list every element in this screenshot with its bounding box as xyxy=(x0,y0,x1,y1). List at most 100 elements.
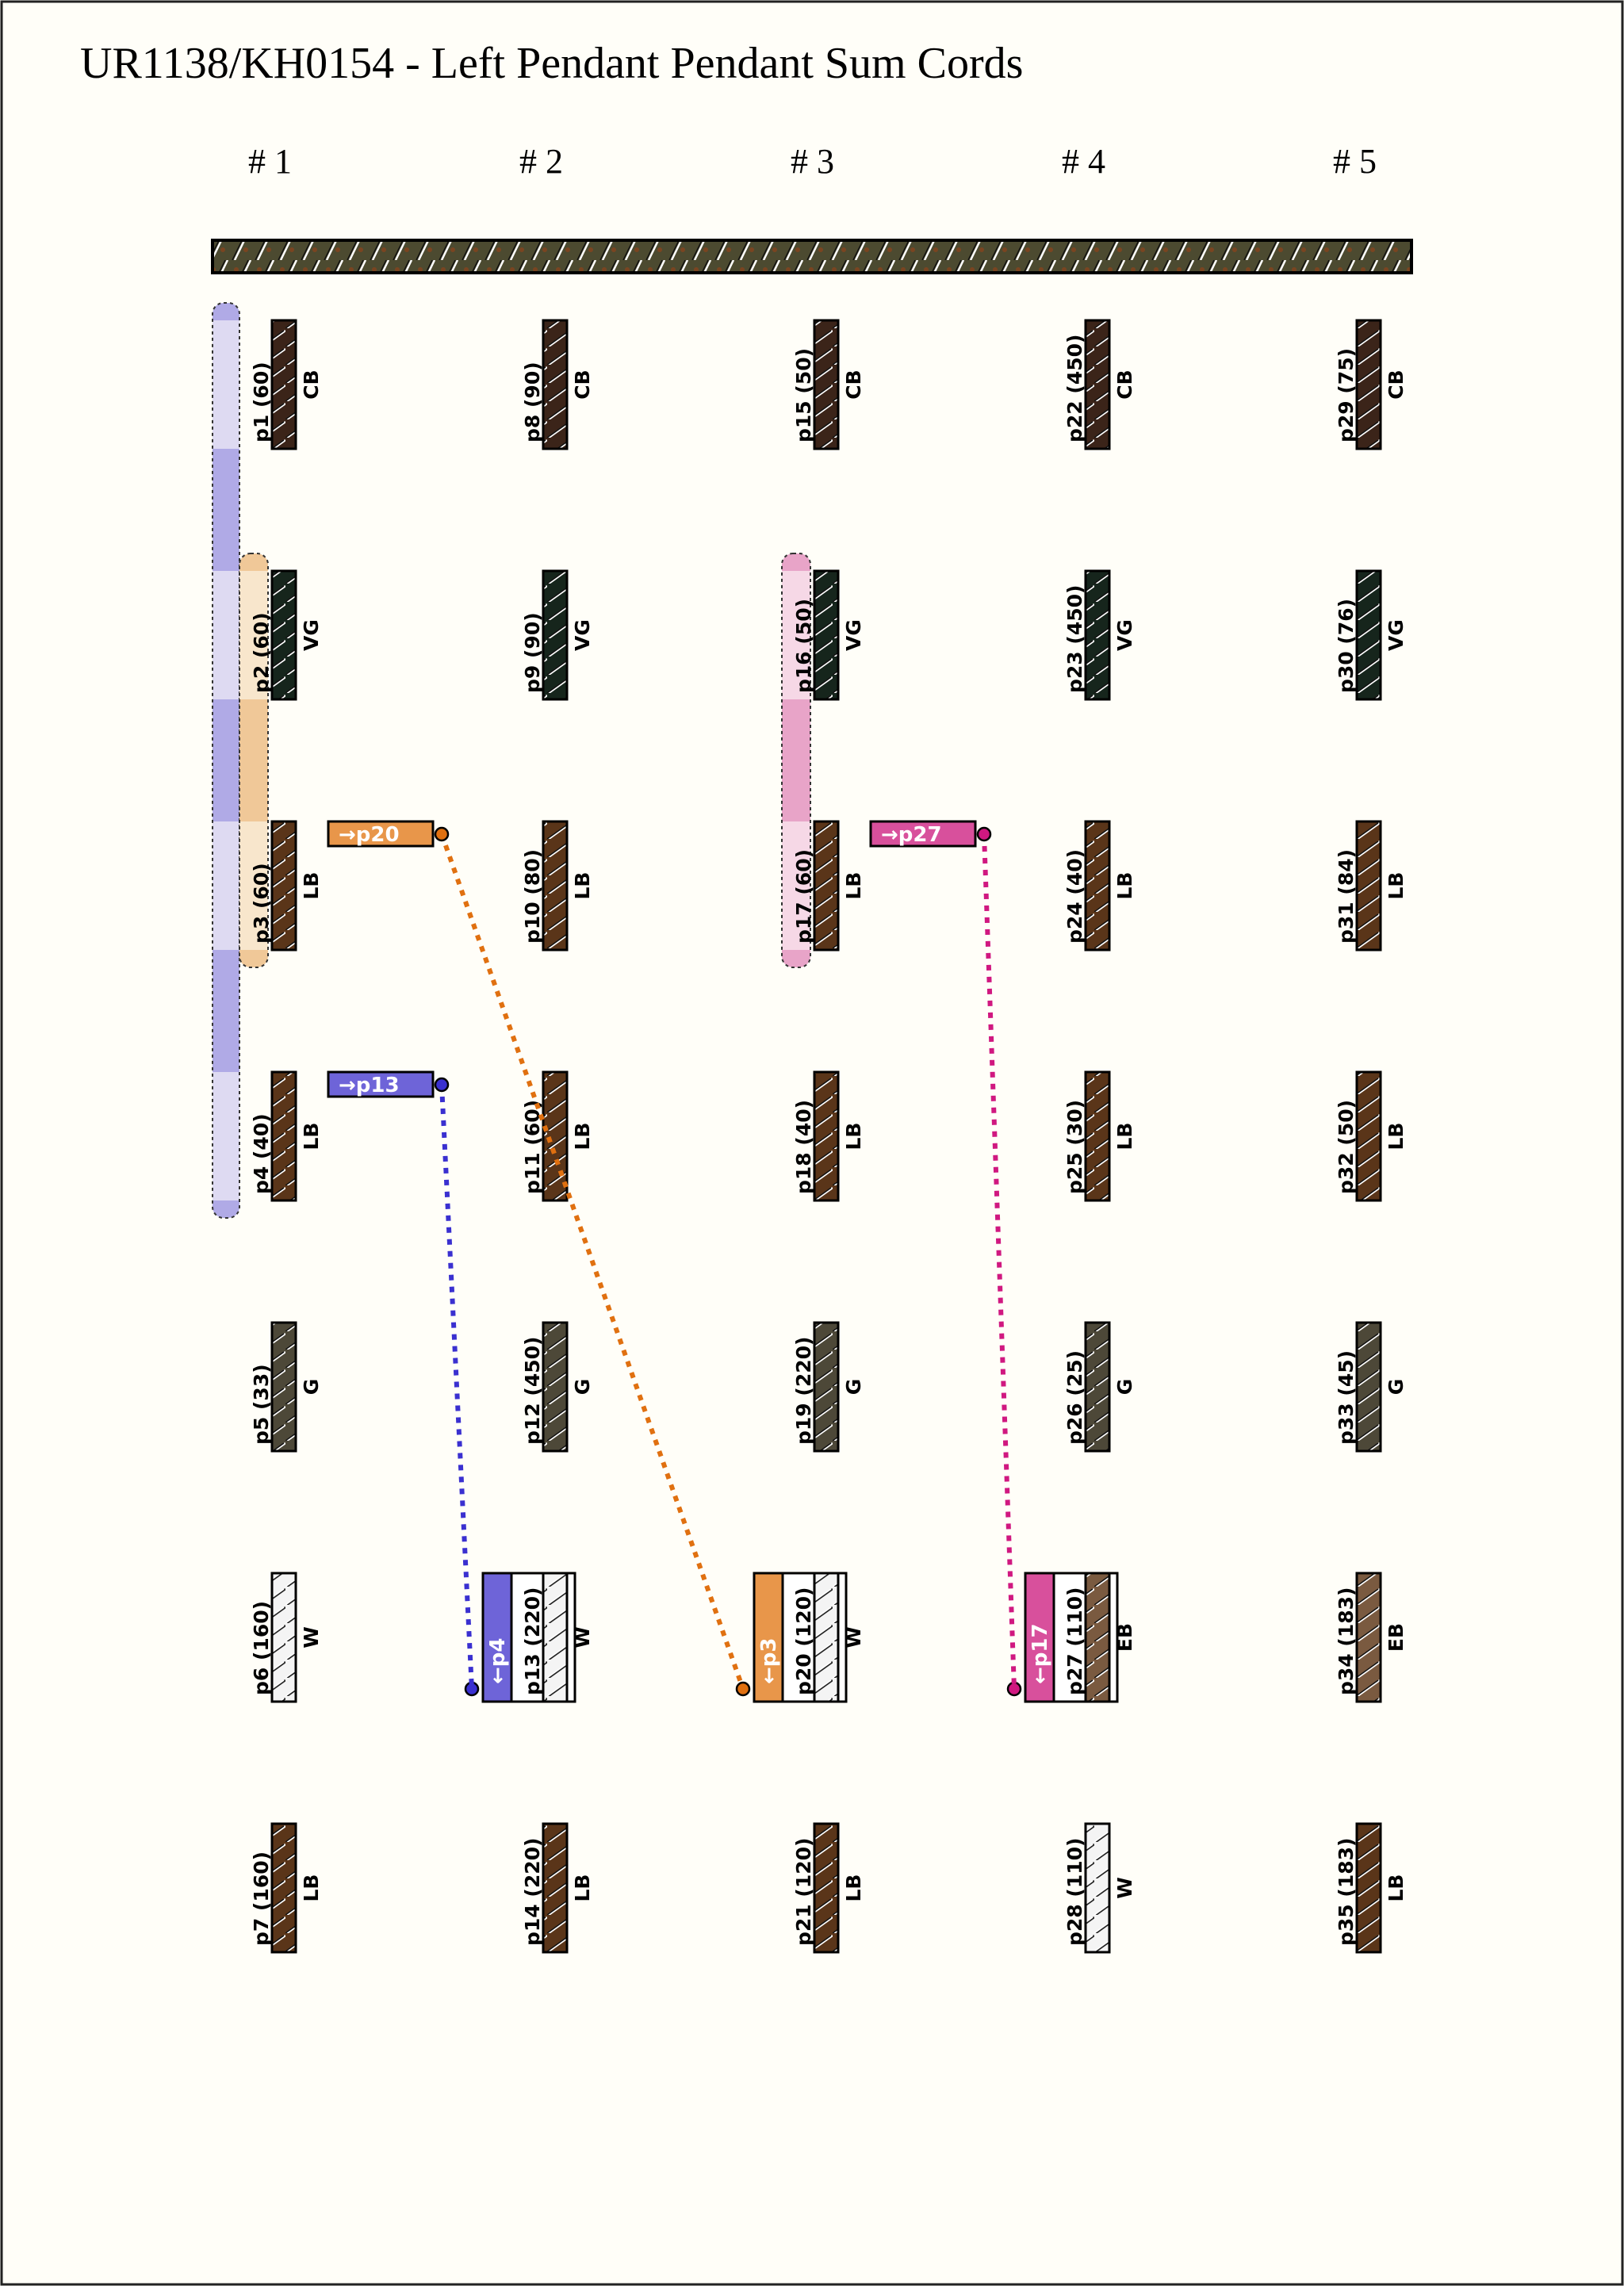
pendant-label: p35 (183) xyxy=(1335,1838,1358,1946)
sum-source-tag: ←p4 xyxy=(486,1638,510,1685)
color-code-label: EB xyxy=(1385,1623,1408,1652)
cord-swatch xyxy=(1084,1572,1111,1703)
pendant-label: p24 (40) xyxy=(1063,849,1086,944)
pendant-cord[interactable]: p16 (50)VG xyxy=(792,569,865,701)
pendant-label: p1 (60) xyxy=(250,362,273,442)
sum-target-tag-box xyxy=(327,820,435,848)
color-code-label: VG xyxy=(842,619,865,651)
color-code-label: VG xyxy=(300,619,323,651)
cord-swatch xyxy=(813,569,840,701)
color-code-label: G xyxy=(1385,1379,1408,1396)
pendant-label: p17 (60) xyxy=(792,849,815,944)
pendant-cord[interactable]: p21 (120) LB xyxy=(792,1822,865,1954)
cord-swatch xyxy=(1355,1572,1382,1703)
pendant-cord[interactable]: p15 (50)CB xyxy=(792,319,865,450)
group-label: # 1 xyxy=(248,142,292,181)
pendant-cord[interactable]: p12 (450)G xyxy=(521,1321,594,1453)
color-code-label: W xyxy=(842,1626,865,1648)
cord-swatch xyxy=(813,1321,840,1453)
pendant-cord[interactable]: p2 (60)VG xyxy=(250,569,323,701)
cord-swatch xyxy=(813,319,840,450)
pendant-cord[interactable]: p3 (60)LB xyxy=(250,820,323,952)
pendant-cord[interactable]: p6 (160)W xyxy=(250,1572,323,1703)
color-code-label: LB xyxy=(571,1123,594,1151)
pendant-label: p21 (120) xyxy=(792,1838,815,1946)
pendant-label: p6 (160) xyxy=(250,1601,273,1695)
pendant-cord[interactable]: p11 (60)LB xyxy=(521,1070,594,1202)
pendant-label: p23 (450) xyxy=(1063,585,1086,693)
pendant-cord[interactable]: p18 (40) LB xyxy=(792,1070,865,1202)
pendant-cord[interactable]: p34 (183)EB xyxy=(1335,1572,1408,1703)
pendant-cord[interactable]: p8 (90)CB xyxy=(521,319,594,450)
pendant-cord[interactable]: p31 (84) LB xyxy=(1335,820,1408,952)
group-label: # 4 xyxy=(1062,142,1105,181)
sum-link-line xyxy=(439,833,745,1690)
pendant-label: p25 (30) xyxy=(1063,1100,1086,1194)
pendant-cord[interactable]: p1 (60)CB xyxy=(250,319,323,450)
pendant-cord[interactable]: p25 (30)LB xyxy=(1063,1070,1136,1202)
color-code-label: VG xyxy=(1113,619,1136,651)
pendant-cord[interactable]: p17 (60)LB xyxy=(792,820,865,952)
page-title: UR1138/KH0154 - Left Pendant Pendant Sum… xyxy=(80,39,1023,88)
group-label: # 5 xyxy=(1333,142,1377,181)
sum-source-strip xyxy=(1024,1572,1055,1703)
color-code-label: LB xyxy=(300,1123,323,1151)
group-label: # 3 xyxy=(791,142,834,181)
pendant-cord[interactable]: p35 (183)LB xyxy=(1335,1822,1408,1954)
link-start-dot xyxy=(976,826,992,842)
pendant-cord[interactable]: p9 (90) VG xyxy=(521,569,594,701)
pendant-cord[interactable]: p28 (110)W xyxy=(1063,1822,1136,1954)
pendant-label: p27 (110) xyxy=(1063,1587,1086,1695)
pendant-label: p9 (90) xyxy=(521,612,544,693)
sum-target-tag: →p20 xyxy=(339,823,400,847)
pendant-cord[interactable]: p29 (75)CB xyxy=(1335,319,1408,450)
pendant-cord[interactable]: p10 (80)LB xyxy=(521,820,594,952)
pendant-cord[interactable]: p30 (76)VG xyxy=(1335,569,1408,701)
cord-swatch xyxy=(270,1070,297,1202)
pendant-label: p10 (80) xyxy=(521,849,544,944)
pendant-cord[interactable]: p33 (45)G xyxy=(1335,1321,1408,1453)
pendant-cord[interactable]: p22 (450)CB xyxy=(1063,319,1136,450)
pendant-cord[interactable]: p14 (220)LB xyxy=(521,1822,594,1954)
pendant-label: p5 (33) xyxy=(250,1364,273,1445)
cord-swatch xyxy=(813,820,840,952)
color-code-label: G xyxy=(571,1379,594,1396)
pendant-label: p18 (40) xyxy=(792,1100,815,1194)
color-code-label: LB xyxy=(842,1123,865,1151)
cord-swatch xyxy=(1355,820,1382,952)
pendant-label: p20 (120) xyxy=(792,1587,815,1695)
color-code-label: VG xyxy=(571,619,594,651)
color-code-label: W xyxy=(1113,1877,1136,1899)
cord-swatch xyxy=(1084,1070,1111,1202)
color-code-label: LB xyxy=(1113,872,1136,900)
cord-swatch xyxy=(542,1321,569,1453)
sum-source-strip xyxy=(481,1572,513,1703)
pendant-cord[interactable]: p32 (50)LB xyxy=(1335,1070,1408,1202)
color-code-label: LB xyxy=(571,1874,594,1902)
pendant-cord[interactable]: p19 (220)G xyxy=(792,1321,865,1453)
cord-swatch xyxy=(542,319,569,450)
pendant-cord[interactable]: p4 (40)LB xyxy=(250,1070,323,1202)
color-code-label: LB xyxy=(1385,872,1408,900)
pendant-cord[interactable]: p24 (40) LB xyxy=(1063,820,1136,952)
pendant-cord[interactable]: p5 (33)G xyxy=(250,1321,323,1453)
sum-link: →p27 xyxy=(869,820,1017,1690)
cord-swatch xyxy=(270,1572,297,1703)
top-cord xyxy=(211,239,1413,274)
pendant-label: p31 (84) xyxy=(1335,849,1358,944)
pendant-cord[interactable]: p7 (160)LB xyxy=(250,1822,323,1954)
pendant-cord[interactable]: p26 (25)G xyxy=(1063,1321,1136,1453)
pendant-label: p3 (60) xyxy=(250,863,273,944)
sum-source-tag: ←p17 xyxy=(1028,1623,1052,1684)
cord-swatch xyxy=(270,569,297,701)
pendant-label: p8 (90) xyxy=(521,362,544,442)
cord-swatch xyxy=(1084,319,1111,450)
color-code-label: LB xyxy=(842,1874,865,1902)
cord-swatch xyxy=(813,1572,840,1703)
pendant-cord[interactable]: p23 (450) VG xyxy=(1063,569,1136,701)
cord-swatch xyxy=(1355,1321,1382,1453)
